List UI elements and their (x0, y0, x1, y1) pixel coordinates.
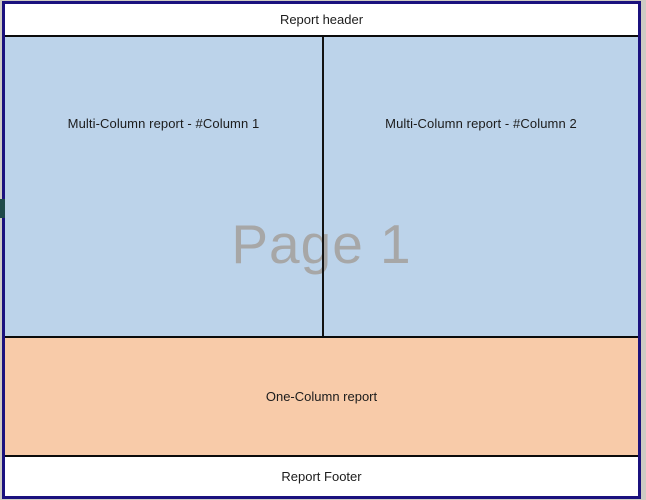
multi-column-column-1[interactable]: Multi-Column report - #Column 1 (5, 37, 324, 336)
column-2-label: Multi-Column report - #Column 2 (385, 116, 577, 131)
left-gutter-marker[interactable] (0, 199, 5, 218)
column-1-label: Multi-Column report - #Column 1 (67, 116, 260, 131)
report-header-label: Report header (279, 12, 364, 27)
one-column-section-label: One-Column report (265, 389, 378, 404)
multi-column-layout: Multi-Column report - #Column 1 Multi-Co… (5, 37, 638, 336)
multi-column-column-2[interactable]: Multi-Column report - #Column 2 (324, 37, 638, 336)
one-column-section-band[interactable]: One-Column report (5, 338, 638, 457)
report-footer-band[interactable]: Report Footer (5, 457, 638, 496)
report-footer-label: Report Footer (281, 469, 362, 484)
left-frame-rule (0, 0, 1, 500)
report-header-band[interactable]: Report header (5, 4, 638, 37)
multi-column-section-band[interactable]: Page 1 Multi-Column report - #Column 1 M… (5, 37, 638, 338)
